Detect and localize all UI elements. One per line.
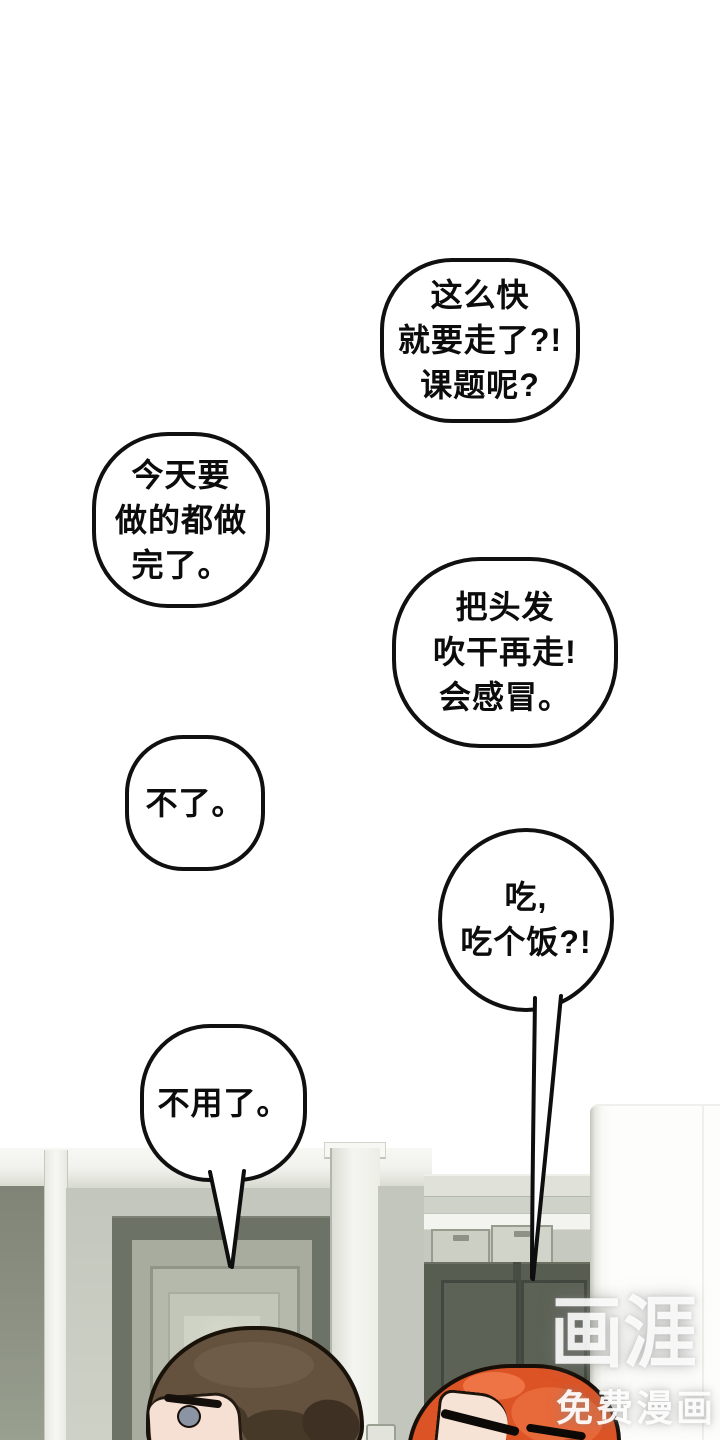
watermark-tagline: 免费漫画 [556,1388,716,1429]
storage-box-1 [431,1229,490,1266]
speech-bubble-6: 不用了。 [140,1024,307,1182]
bubble-line: 吃个饭?! [460,924,592,960]
white-panel [590,1104,720,1440]
bubble-line: 吃, [504,879,548,915]
bubble-line: 课题呢? [420,367,540,403]
wardrobe-molding-1 [424,1174,594,1197]
bubble-line: 完了。 [131,546,231,583]
light-switch [366,1424,396,1440]
watermark-logo: 画涯 [550,1289,697,1377]
speech-bubble-3: 把头发 吹干再走! 会感冒。 [392,557,618,748]
box-handle [514,1231,530,1237]
bubble-line: 把头发 [455,589,555,625]
bubble-line: 不了。 [145,784,245,821]
character-brown-eye [177,1405,201,1428]
wardrobe-molding-2 [424,1197,594,1214]
bubble-line: 今天要 [131,456,231,493]
storage-box-2 [491,1225,553,1266]
speech-bubble-5: 吃, 吃个饭?! [438,828,614,1012]
wall-pilaster [44,1150,68,1440]
bubble-line: 这么快 [430,277,530,313]
speech-bubble-1: 这么快 就要走了?! 课题呢? [380,258,580,423]
hair-highlight [194,1342,314,1388]
speech-bubble-4: 不了。 [125,735,265,871]
bubble-line: 吹干再走! [433,634,577,670]
bubble-line: 就要走了?! [397,322,563,358]
bubble-line: 会感冒。 [438,679,571,715]
speech-bubble-2: 今天要 做的都做 完了。 [92,432,270,608]
bubble-line: 做的都做 [114,501,247,538]
green-wall [0,1186,46,1440]
white-panel-edge [702,1104,704,1440]
hallway-wall-right [378,1186,426,1440]
box-handle [452,1235,469,1241]
bubble-line: 不用了。 [157,1084,290,1121]
hair-strand [296,1392,360,1440]
